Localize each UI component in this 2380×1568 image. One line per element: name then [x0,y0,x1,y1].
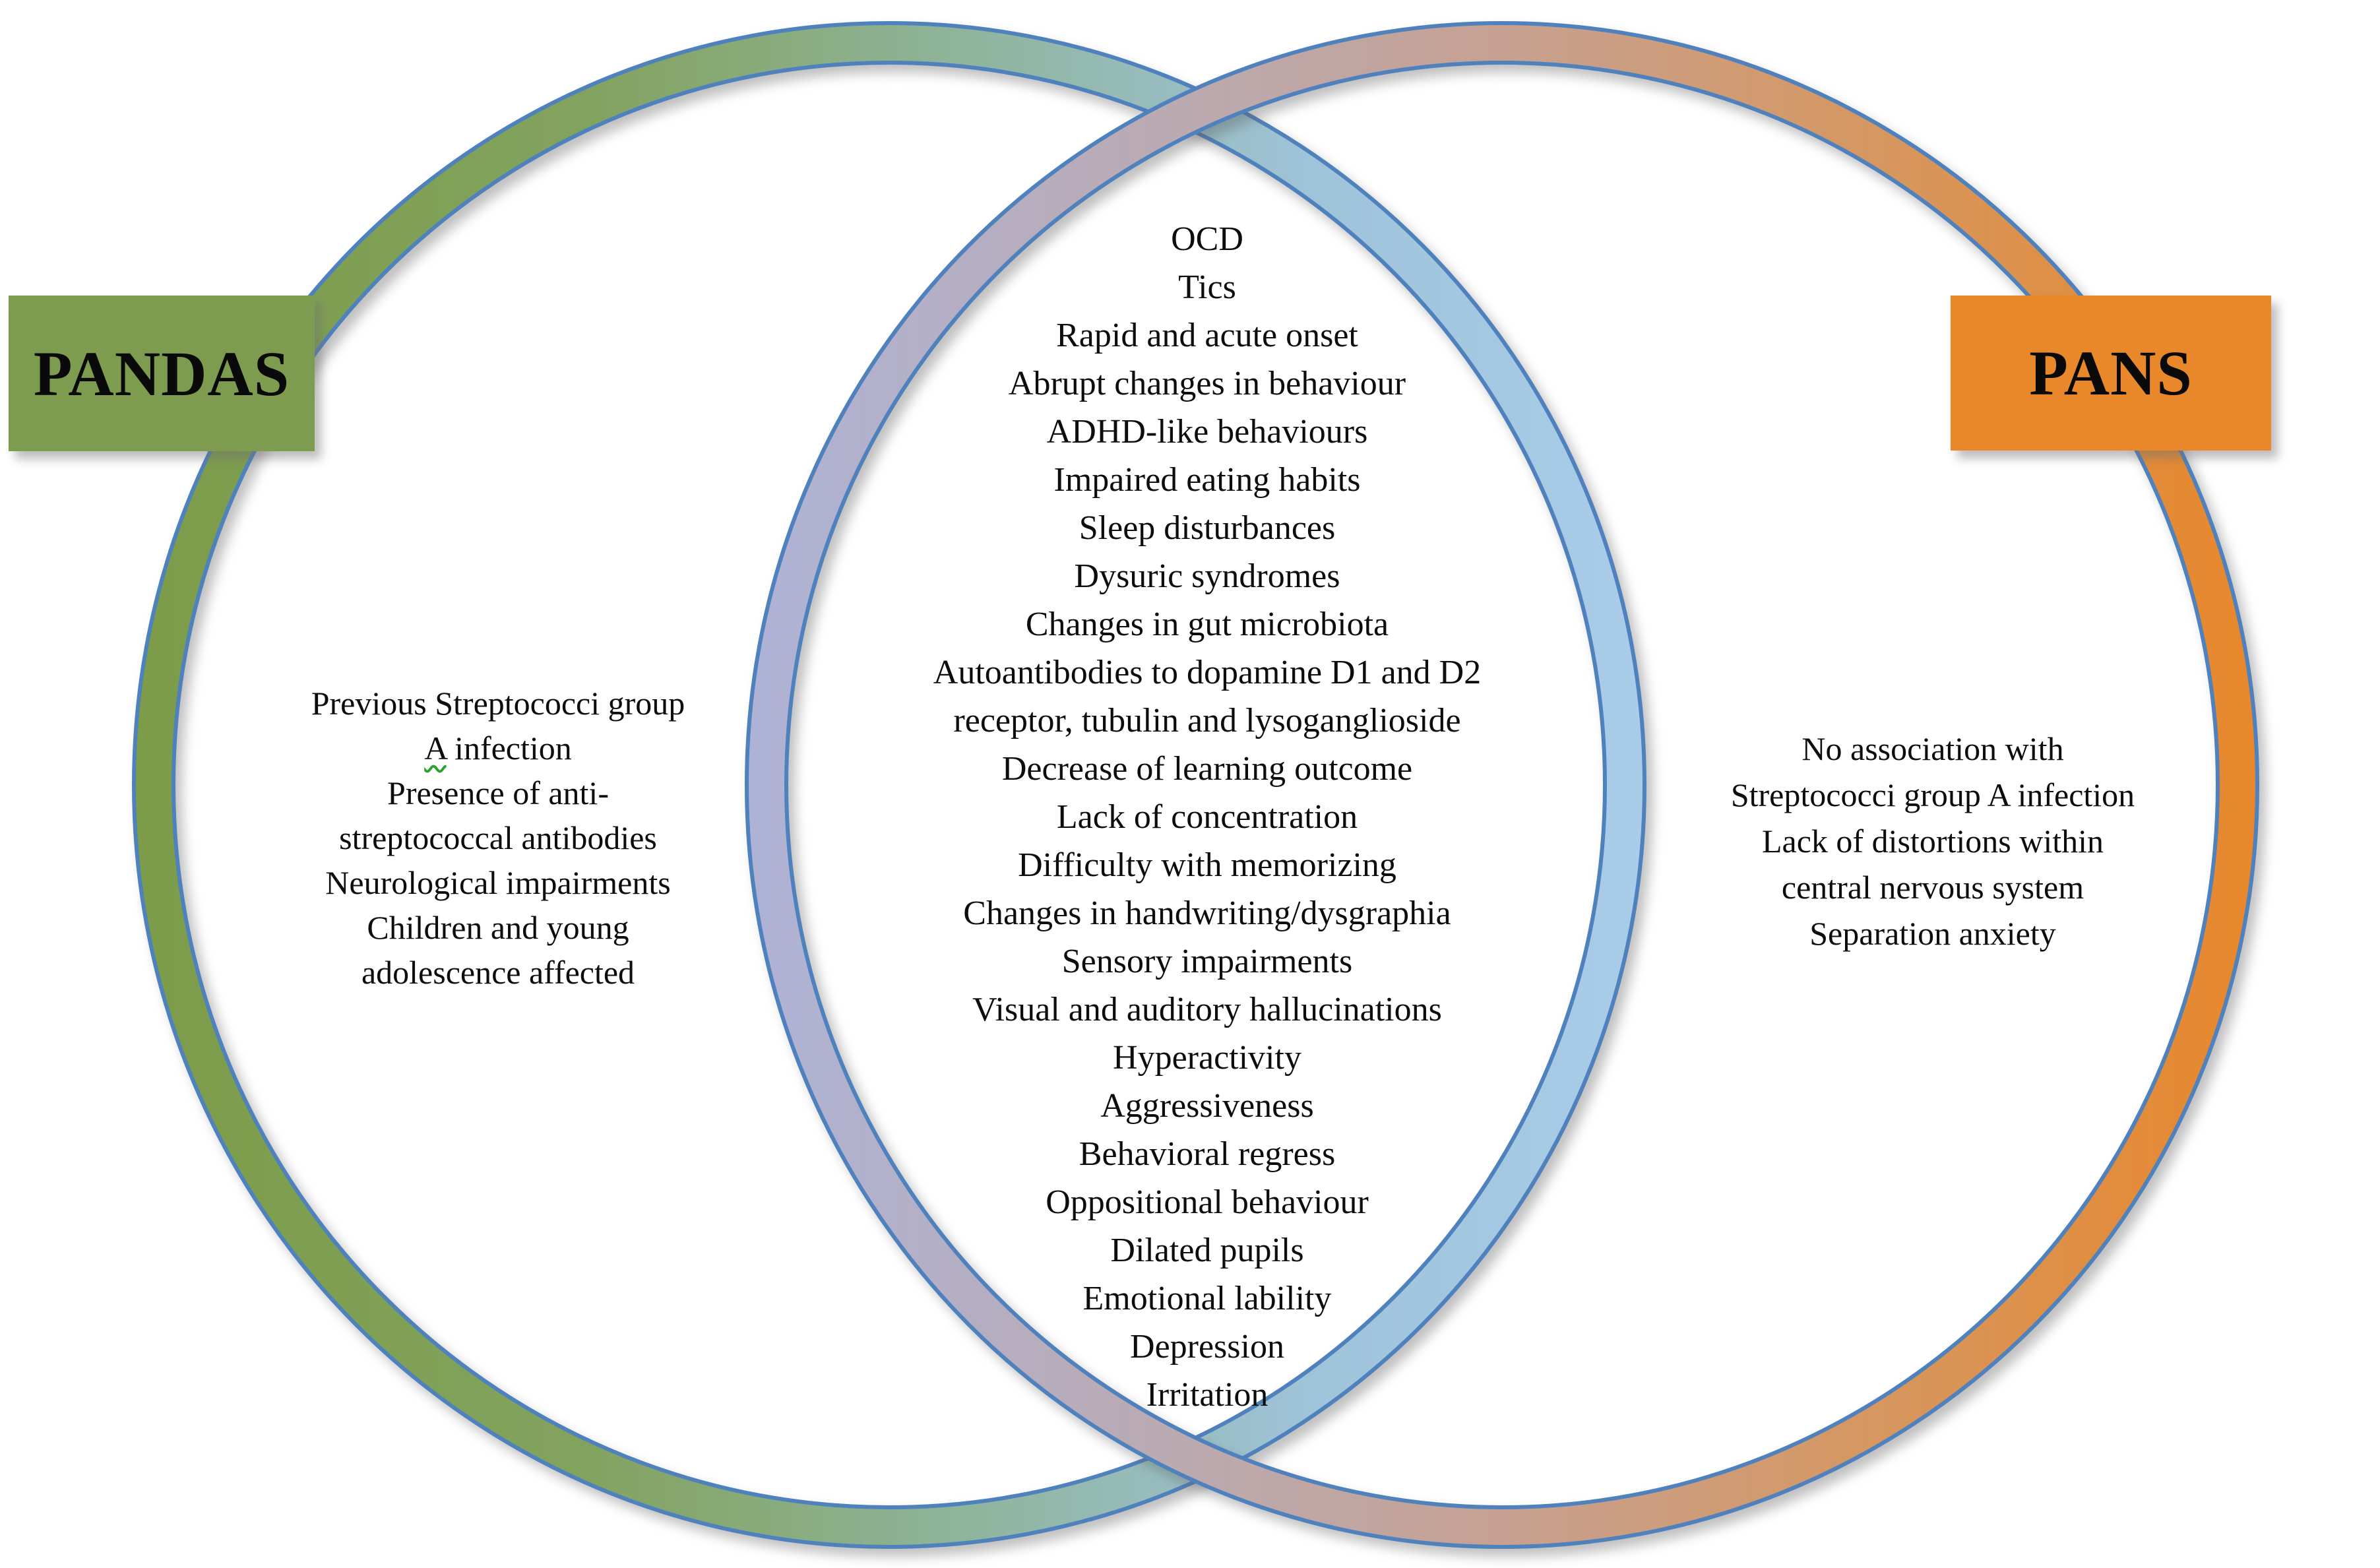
pans-item-line: Lack of distortions within [1762,823,2104,860]
pans-item-line: Separation anxiety [1809,915,2056,952]
pandas-label-box: PANDAS [9,296,315,451]
pans-item-line: No association with [1801,730,2064,767]
shared-symptom-line: Depression [1130,1328,1284,1365]
shared-symptom-line: Sleep disturbances [1079,509,1336,547]
shared-symptom-line: Abrupt changes in behaviour [1008,365,1406,402]
pandas-title: PANDAS [33,338,290,409]
shared-symptom-line: Difficulty with memorizing [1018,846,1396,884]
shared-symptom-line: Impaired eating habits [1053,461,1361,499]
shared-symptom-line: Emotional lability [1082,1280,1332,1317]
pandas-circle [132,21,1646,1549]
pandas-item-line: Presence of anti- [387,774,609,811]
shared-symptom-line: ADHD-like behaviours [1046,413,1368,451]
shared-symptom-line: Autoantibodies to dopamine D1 and D2 [933,654,1482,691]
shared-symptom-line: Irritation [1146,1376,1268,1414]
pans-item-line: central nervous system [1781,869,2084,906]
shared-symptom-line: Tics [1178,268,1236,306]
pans-circle [745,21,2259,1549]
shared-symptom-line: Dilated pupils [1110,1232,1304,1269]
shared-symptom-line: Behavioral regress [1079,1135,1336,1173]
shared-symptom-line: Rapid and acute onset [1056,317,1358,354]
pandas-item-line: Neurological impairments [325,864,671,901]
shared-symptoms-list: OCD Tics Rapid and acute onset Abrupt ch… [745,215,1669,1419]
shared-symptom-line: Changes in handwriting/dysgraphia [963,894,1451,932]
pans-only-list: No association with Streptococci group A… [1636,726,2230,956]
pans-label-box: PANS [1951,296,2271,451]
pandas-only-list: Previous Streptococci group A infection … [188,681,808,995]
shared-symptom-line: Oppositional behaviour [1046,1183,1369,1221]
shared-symptom-line: Hyperactivity [1113,1039,1301,1077]
pans-item-line: Streptococci group A infection [1730,776,2135,813]
shared-symptom-line: Visual and auditory hallucinations [972,991,1442,1028]
pandas-item-line: Previous Streptococci group [311,685,685,722]
pans-title: PANS [2029,338,2193,408]
shared-symptom-line: Decrease of learning outcome [1001,750,1413,788]
pandas-item-line: adolescence affected [361,954,635,991]
pandas-item-line: Children and young [367,909,629,946]
shared-symptom-line: Dysuric syndromes [1074,557,1340,595]
shared-symptom-line: Changes in gut microbiota [1025,606,1389,643]
pandas-item-line: A infection [188,726,808,770]
shared-symptom-line: receptor, tubulin and lysoganglioside [953,702,1461,739]
shared-symptom-line: Lack of concentration [1056,798,1358,836]
squiggle-underlined-word: A [424,730,447,767]
shared-symptom-line: Sensory impairments [1061,943,1353,980]
pandas-item-line: streptococcal antibodies [339,819,657,856]
shared-symptom-line: Aggressiveness [1100,1087,1314,1125]
pandas-item-line-rest: infection [446,730,572,767]
shared-symptom-line: OCD [1171,220,1243,258]
